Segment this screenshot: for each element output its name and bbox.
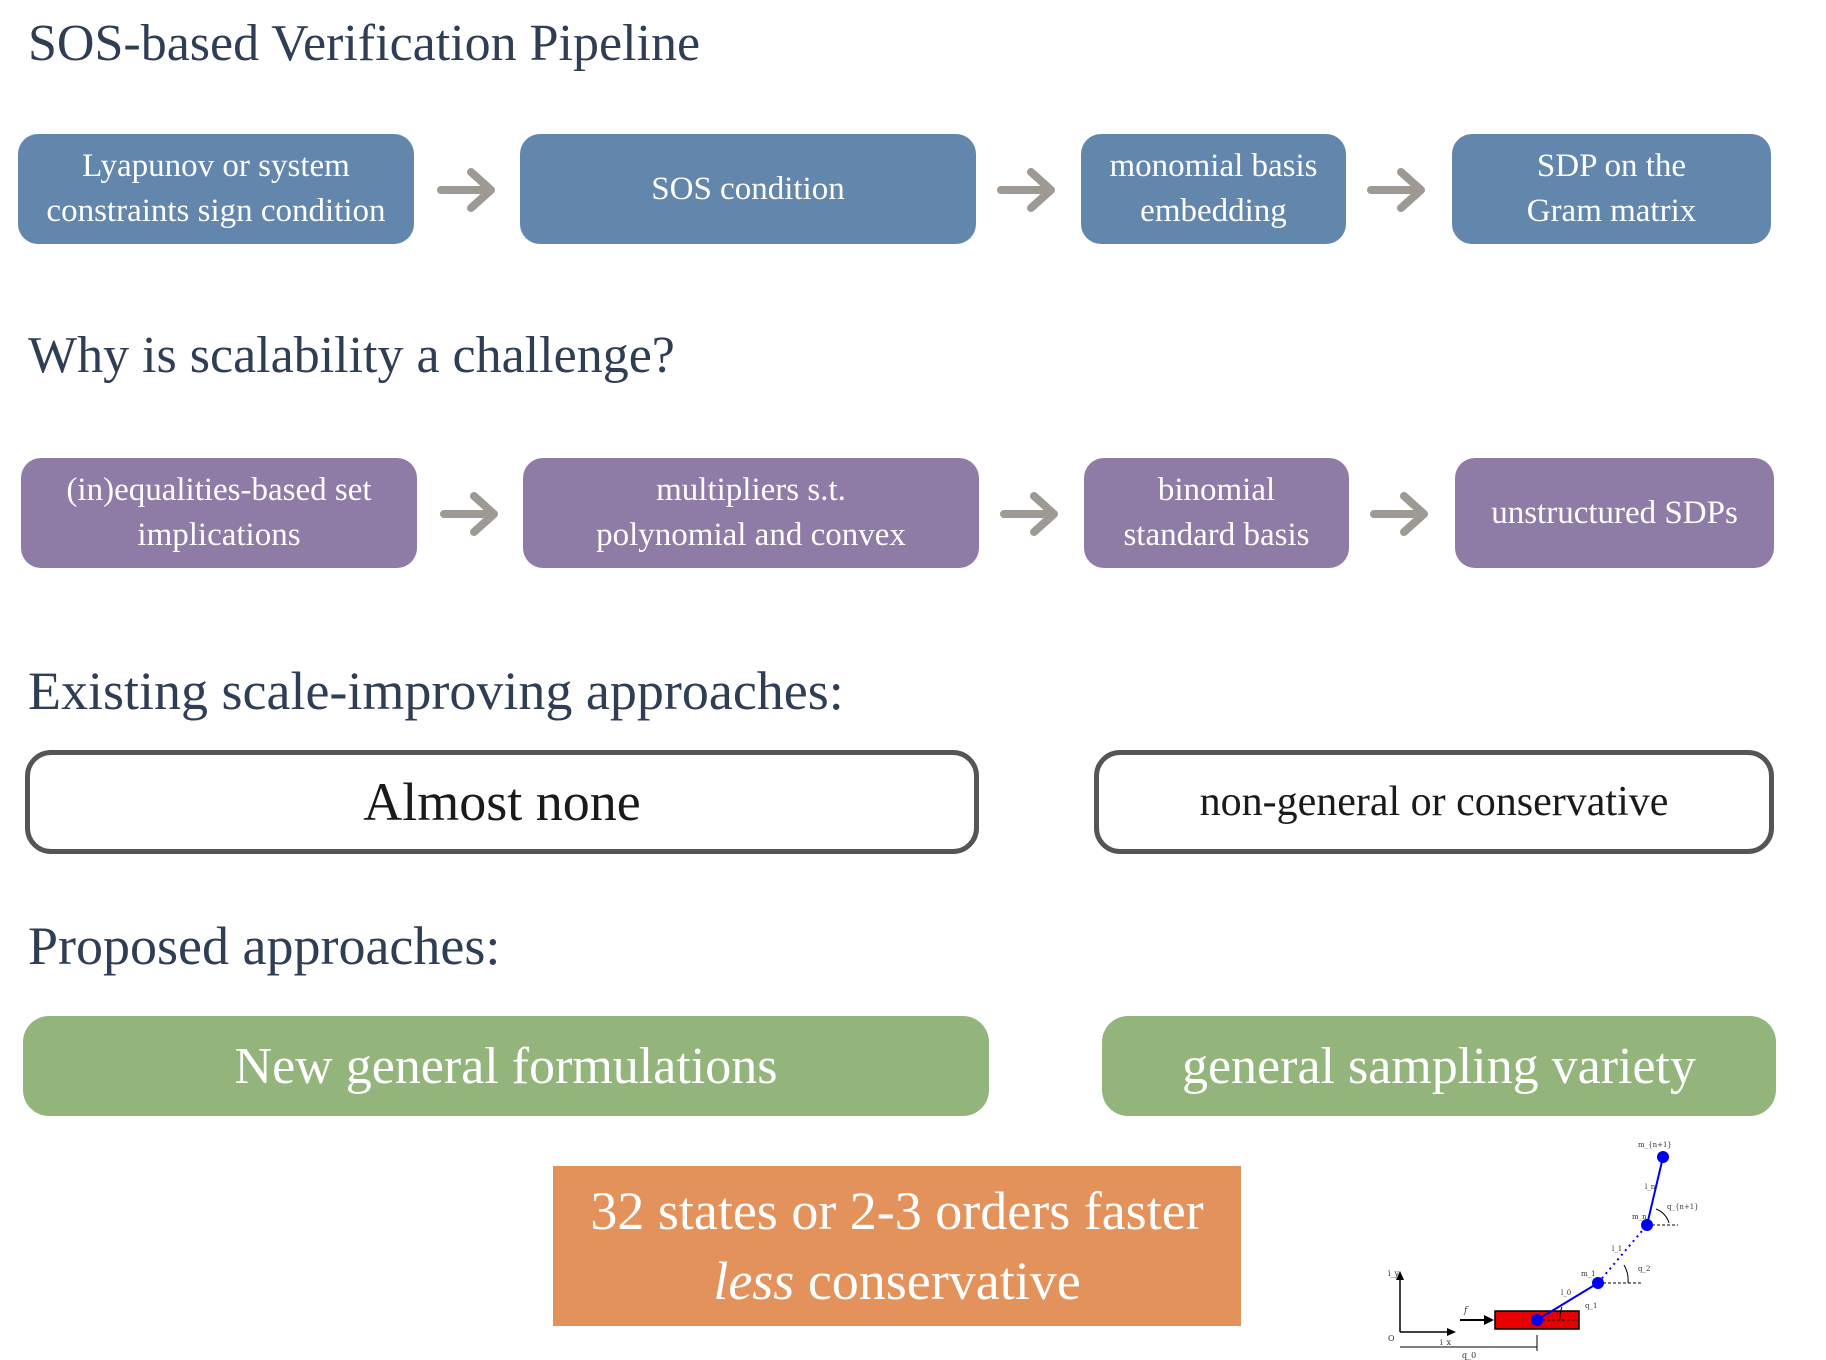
- label-m1: m_1: [1581, 1270, 1596, 1278]
- result-italic-word: less: [713, 1251, 795, 1311]
- label-origin: O: [1388, 1334, 1395, 1343]
- challenge-step-binomial-basis: binomial standard basis: [1084, 458, 1349, 568]
- label-l1: l_1: [1612, 1245, 1622, 1253]
- axis-x-arrow-icon: [1447, 1328, 1456, 1336]
- existing-left-label: Almost none: [363, 772, 641, 832]
- arrow-right-icon: [437, 168, 495, 212]
- label-mn: m_n: [1632, 1213, 1647, 1221]
- existing-non-general-box: non-general or conservative: [1094, 750, 1774, 854]
- pipeline-step-4-line1: SDP on the: [1536, 148, 1687, 185]
- arrow-right-icon: [1367, 168, 1425, 212]
- arrow-right-icon: [440, 492, 498, 536]
- label-mn1: m_{n+1}: [1638, 1141, 1672, 1149]
- joint-cart: [1531, 1314, 1543, 1326]
- arrow-right-icon: [1000, 492, 1058, 536]
- pipeline-step-lyapunov: Lyapunov or system constraints sign condi…: [18, 134, 414, 244]
- challenge-step-1-line1: (in)equalities-based set: [66, 472, 372, 509]
- result-box: 32 states or 2-3 orders faster less cons…: [553, 1166, 1241, 1326]
- pipeline-step-3-line1: monomial basis: [1109, 148, 1318, 185]
- angle-arc-q2: [1623, 1264, 1629, 1284]
- pipeline-step-monomial-basis: monomial basis embedding: [1081, 134, 1346, 244]
- joint-mn1: [1657, 1151, 1669, 1163]
- label-l0: l_0: [1561, 1289, 1571, 1297]
- angle-arc-q1: [1559, 1306, 1563, 1321]
- result-line2: less conservative: [713, 1246, 1080, 1316]
- proposed-sampling-variety-box: general sampling variety: [1102, 1016, 1776, 1116]
- pipeline-step-4-line2: Gram matrix: [1526, 193, 1697, 229]
- label-q1: q_1: [1585, 1302, 1597, 1310]
- existing-title: Existing scale-improving approaches:: [28, 661, 844, 721]
- challenge-step-3-line1: binomial: [1157, 472, 1276, 509]
- pipeline-step-3-line2: embedding: [1140, 193, 1287, 229]
- pipeline-title: SOS-based Verification Pipeline: [28, 15, 701, 72]
- existing-right-label: non-general or conservative: [1199, 779, 1669, 825]
- pipeline-step-2-line1: SOS condition: [651, 170, 845, 207]
- label-q0: q_0: [1462, 1351, 1476, 1360]
- pipeline-step-1-line2: constraints sign condition: [46, 193, 386, 229]
- link-l1-dotted: [1597, 1224, 1648, 1284]
- existing-almost-none-box: Almost none: [25, 750, 979, 854]
- arrow-right-icon: [1370, 492, 1428, 536]
- label-ix: i_x: [1440, 1338, 1452, 1347]
- proposed-right-label: general sampling variety: [1181, 1037, 1697, 1095]
- challenge-step-2-line2: polynomial and convex: [596, 517, 906, 553]
- proposed-left-label: New general formulations: [234, 1037, 778, 1095]
- label-ln: l_n: [1645, 1183, 1656, 1191]
- force-arrow-icon: [1484, 1315, 1494, 1325]
- challenge-step-set-implications: (in)equalities-based set implications: [21, 458, 417, 568]
- challenge-step-unstructured-sdps: unstructured SDPs: [1455, 458, 1774, 568]
- challenge-step-multipliers: multipliers s.t. polynomial and convex: [523, 458, 979, 568]
- challenge-step-1-line2: implications: [137, 517, 301, 553]
- label-force: f: [1463, 1306, 1469, 1316]
- link-l0: [1536, 1282, 1599, 1321]
- challenge-step-2-line1: multipliers s.t.: [656, 472, 846, 509]
- proposed-new-formulations-box: New general formulations: [23, 1016, 989, 1116]
- cart-pendulum-figure: i_y i_x O f q_0 m_{n+1} l_n q_{n+1} m_n …: [1388, 1141, 1699, 1360]
- challenge-step-3-line2: standard basis: [1123, 517, 1310, 553]
- label-q2: q_2: [1638, 1265, 1650, 1273]
- angle-arc-qn1: [1655, 1208, 1670, 1224]
- arrow-right-icon: [997, 168, 1055, 212]
- joint-mn: [1641, 1219, 1653, 1231]
- result-line1: 32 states or 2-3 orders faster: [590, 1180, 1204, 1241]
- label-iy: i_y: [1388, 1269, 1400, 1278]
- challenge-title: Why is scalability a challenge?: [28, 327, 675, 384]
- pipeline-step-1-line1: Lyapunov or system: [82, 148, 350, 185]
- joint-m1: [1592, 1277, 1604, 1289]
- pipeline-step-sos-condition: SOS condition: [520, 134, 976, 244]
- label-qn1: q_{n+1}: [1667, 1203, 1699, 1211]
- link-ln: [1646, 1156, 1664, 1226]
- challenge-step-4-line1: unstructured SDPs: [1491, 494, 1738, 531]
- proposed-title: Proposed approaches:: [28, 916, 501, 976]
- result-line2-rest: conservative: [794, 1251, 1081, 1311]
- axis-y-arrow-icon: [1396, 1271, 1404, 1280]
